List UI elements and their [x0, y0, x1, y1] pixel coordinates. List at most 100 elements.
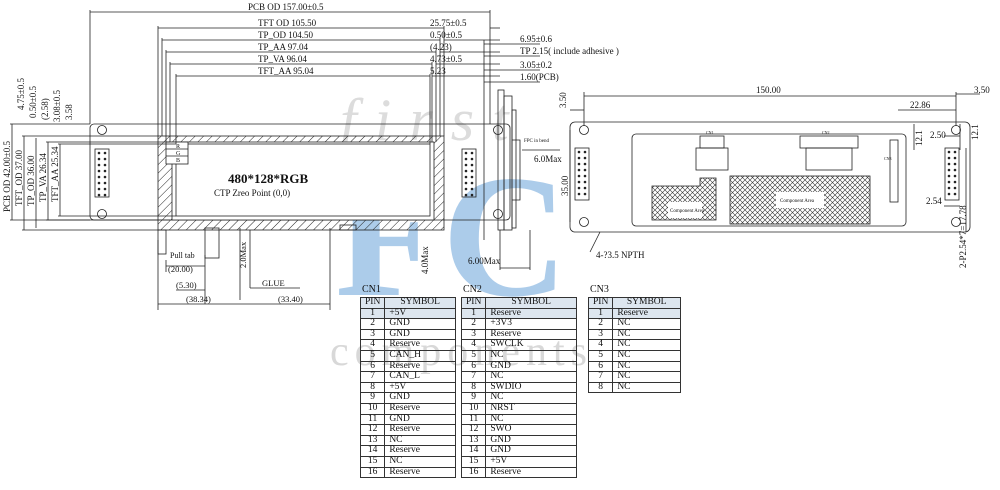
- rear-cn2-body: [805, 147, 853, 171]
- cn2-pin-number: 15: [460, 455, 487, 468]
- pull-tab-label: Pull tab: [170, 251, 195, 260]
- cn3-pin-symbol: NC: [612, 371, 681, 383]
- cn2-title: CN2: [463, 284, 482, 295]
- cn1-pin-symbol: Reserve: [384, 445, 456, 457]
- cn2-pin-number: 5: [460, 349, 487, 362]
- cn1-title: CN1: [362, 284, 381, 295]
- side-dim-0: 6.95±0.6: [520, 34, 552, 44]
- cn2-pin-symbol: NC: [485, 413, 577, 426]
- rear-dim-2-54: 2.54: [926, 196, 942, 206]
- cn2-pin-number: 6: [460, 360, 487, 373]
- cn1-header-symbol: SYMBOL: [384, 297, 456, 309]
- cn3-pin-number: 5: [587, 349, 614, 362]
- dim-right-2: (4.23): [430, 42, 452, 52]
- side-fpc: [512, 139, 521, 201]
- cn2-header-pin: PIN: [460, 297, 487, 309]
- dim-33-40: (33.40): [278, 294, 303, 304]
- rear-cn1-body: [695, 147, 729, 171]
- cn1-pin-number: 7: [359, 371, 386, 383]
- side-6max: 6.0Max: [534, 154, 562, 164]
- rear-view: [569, 92, 980, 253]
- cn3-pin-number: 7: [587, 371, 614, 383]
- dim-left-small-3: 3.08±0.5: [52, 90, 62, 122]
- rear-cn3-label: CN3: [884, 156, 892, 161]
- cn3-pin-symbol: NC: [612, 360, 681, 373]
- rear-hole-tl: [579, 125, 589, 135]
- cn1-pin-number: 5: [359, 349, 386, 362]
- cn1-pin-number: 3: [359, 328, 386, 341]
- cn2-pin-number: 16: [460, 466, 487, 479]
- side-6-00max: 6.00Max: [468, 256, 501, 266]
- rear-dim-12-1-b: 12.1: [970, 124, 980, 140]
- rear-dim-22-86: 22.86: [910, 100, 931, 110]
- rear-hole-br: [951, 217, 961, 227]
- rear-hole-label: 4-?3.5 NPTH: [596, 250, 645, 260]
- rear-dim-12-1-a: 12.1: [914, 130, 924, 146]
- dim-tp-od: TP_OD 104.50: [258, 30, 314, 40]
- cn2-header-symbol: SYMBOL: [485, 297, 577, 309]
- side-tp: [511, 109, 517, 229]
- cn1-row: 8+5V: [359, 381, 456, 394]
- dim-2max: 2.0Max: [238, 241, 248, 268]
- dim-tp-aa: TP_AA 97.04: [258, 42, 309, 52]
- rear-dim-2-50: 2.50: [930, 130, 946, 140]
- component-area-left-label: Component Area: [670, 209, 705, 214]
- cn1-pin-symbol: GND: [384, 392, 456, 404]
- cn3-header-pin: PIN: [587, 297, 614, 309]
- cn1-pin-number: 6: [359, 360, 386, 373]
- cn2-row: 2+3V3: [460, 318, 577, 330]
- rgb-r: R: [176, 144, 180, 150]
- cn1-pin-number: 8: [359, 381, 386, 394]
- dim-20: (20.00): [168, 264, 193, 274]
- front-bracket: [339, 224, 357, 231]
- dim-38-34: (38.34): [186, 294, 211, 304]
- cn1-pin-symbol: CAN_H: [384, 349, 456, 362]
- pull-tab: [157, 229, 167, 255]
- cn1-pin-symbol: CAN_L: [384, 371, 456, 383]
- rear-right-header: [944, 147, 960, 201]
- dim-left-tp-od: TP_OD 36.00: [26, 155, 36, 206]
- rear-dim-3-50-left: 3.50: [558, 92, 568, 108]
- cn3-pin-symbol: Reserve: [612, 307, 681, 320]
- rear-hole-tr: [951, 125, 961, 135]
- cn2-pin-number: 7: [460, 371, 487, 383]
- cn2-pin-symbol: NC: [485, 349, 577, 362]
- cn1-pin-symbol: GND: [384, 413, 456, 426]
- side-view: [483, 40, 560, 270]
- rear-hole-bl: [579, 217, 589, 227]
- rear-board-area: [631, 133, 907, 227]
- dim-right-0: 25.75±0.5: [430, 18, 467, 28]
- cn1-pin-symbol: +5V: [384, 307, 456, 320]
- dim-left-small-4: 3.58: [64, 104, 74, 120]
- cn2-pin-symbol: Reserve: [485, 307, 577, 320]
- cn2-pin-number: 8: [460, 381, 487, 394]
- cn3-header-symbol: SYMBOL: [612, 297, 681, 309]
- cn1-pin-symbol: Reserve: [384, 339, 456, 351]
- cn3-pin-number: 3: [587, 328, 614, 341]
- cn2-pin-number: 2: [460, 318, 487, 330]
- rear-dim-3-50-right: 3.50: [974, 85, 990, 95]
- cn1-pin-number: 10: [359, 402, 386, 415]
- cn2-pin-number: 1: [460, 307, 487, 320]
